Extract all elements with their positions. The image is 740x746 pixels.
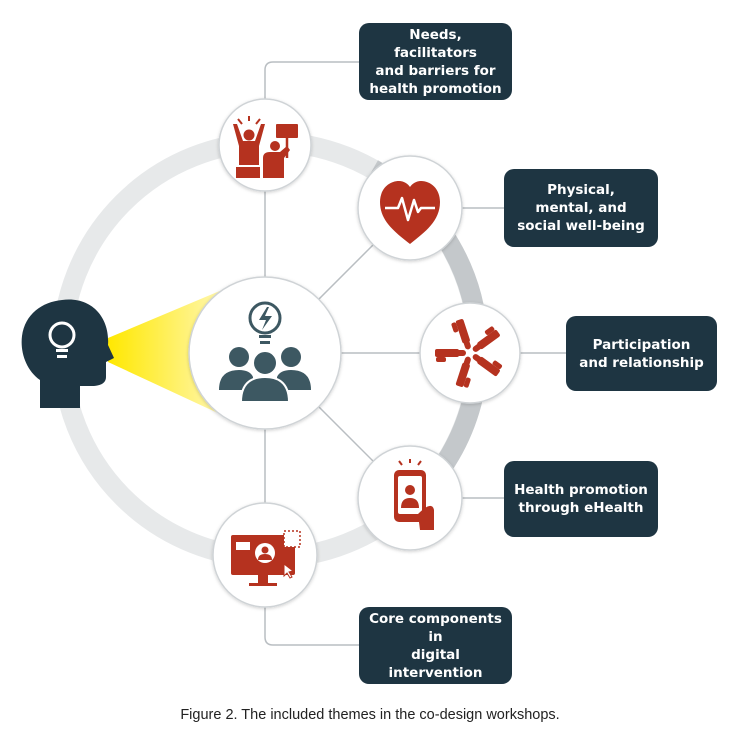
theme-label-core: Core components in digital intervention [359,607,512,684]
theme-label-ehealth: Health promotion through eHealth [504,461,658,537]
theme-label-participation: Participation and relationship [566,316,717,391]
heart-pulse-icon [380,181,440,244]
theme-label-wellbeing: Physical, mental, and social well-being [504,169,658,247]
people-cheering-with-sign-icon [233,116,298,178]
head-with-lightbulb-icon [21,299,114,408]
light-beam [108,290,222,415]
theme-circle-participation [419,302,521,404]
smartphone-video-call-icon [394,459,434,530]
group-with-lightbulb-icon [219,301,311,403]
computer-monitor-user-icon [231,530,301,586]
hands-together-icon [435,318,503,388]
theme-label-needs: Needs, facilitators and barriers for hea… [359,23,512,100]
figure-caption: Figure 2. The included themes in the co-… [180,707,560,723]
